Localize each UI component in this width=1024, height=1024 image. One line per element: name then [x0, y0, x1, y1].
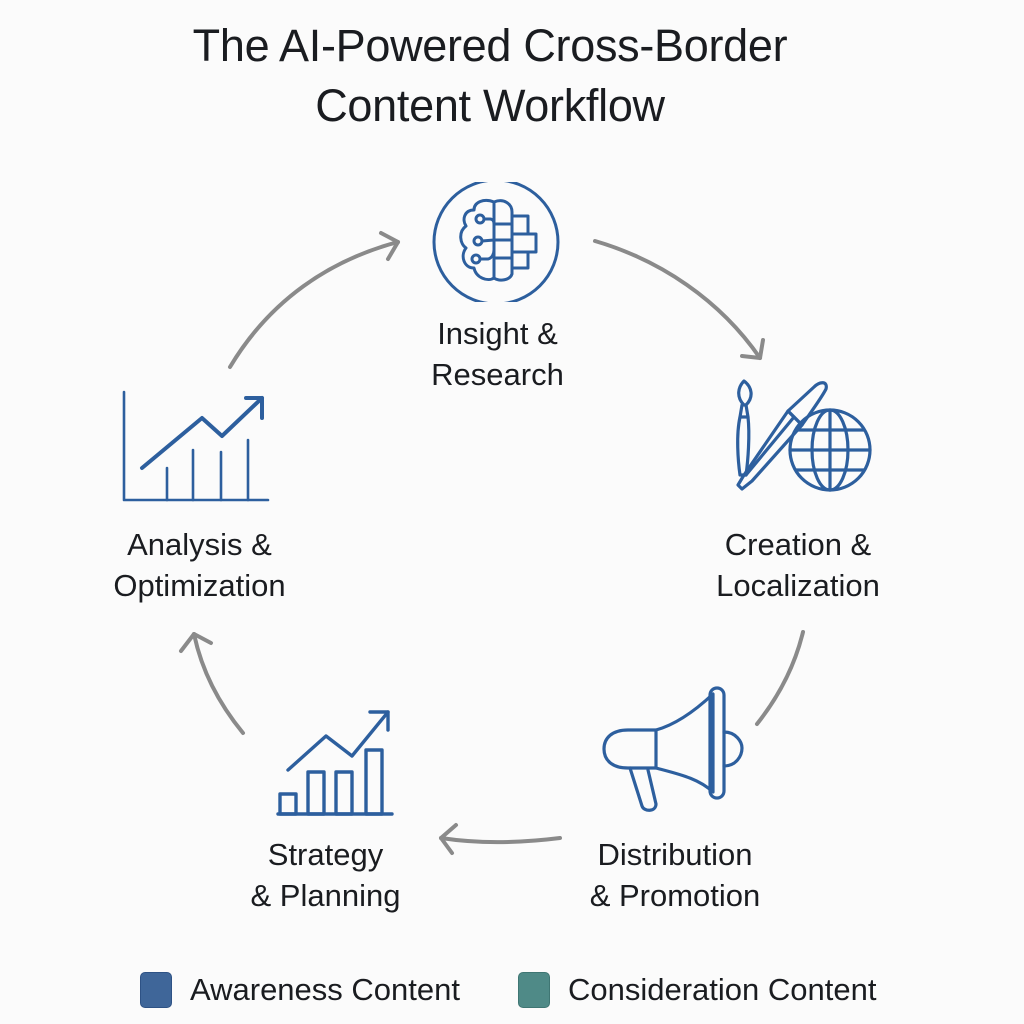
stage-label-analysis: Analysis & Optimization — [113, 527, 286, 603]
stage-label-insight: Insight & Research — [431, 316, 564, 392]
stage-label-creation: Creation & Localization — [716, 527, 880, 603]
arrow-insight-to-creation — [593, 239, 765, 360]
page-title-line-2: Content Workflow — [315, 80, 665, 131]
arrow-strategy-to-analysis — [179, 632, 245, 735]
bar-chart-growth-icon — [276, 710, 394, 816]
brush-pen-globe-icon — [736, 379, 872, 492]
megaphone-icon — [602, 686, 744, 812]
arrow-distribution-to-strategy — [439, 823, 562, 855]
stage-label-strategy: Strategy & Planning — [250, 837, 401, 913]
brain-circuit-icon — [432, 182, 560, 302]
legend-item-awareness: Awareness Content — [140, 972, 460, 1008]
arrow-analysis-to-insight — [228, 231, 400, 369]
legend-item-consideration: Consideration Content — [518, 972, 876, 1008]
legend-swatch-awareness — [140, 972, 172, 1008]
arrow-creation-to-distribution — [755, 630, 805, 726]
page-title-line-1: The AI-Powered Cross-Border — [192, 20, 788, 71]
stage-label-distribution: Distribution & Promotion — [589, 837, 761, 913]
legend-swatch-consideration — [518, 972, 550, 1008]
line-chart-growth-icon — [122, 390, 270, 502]
